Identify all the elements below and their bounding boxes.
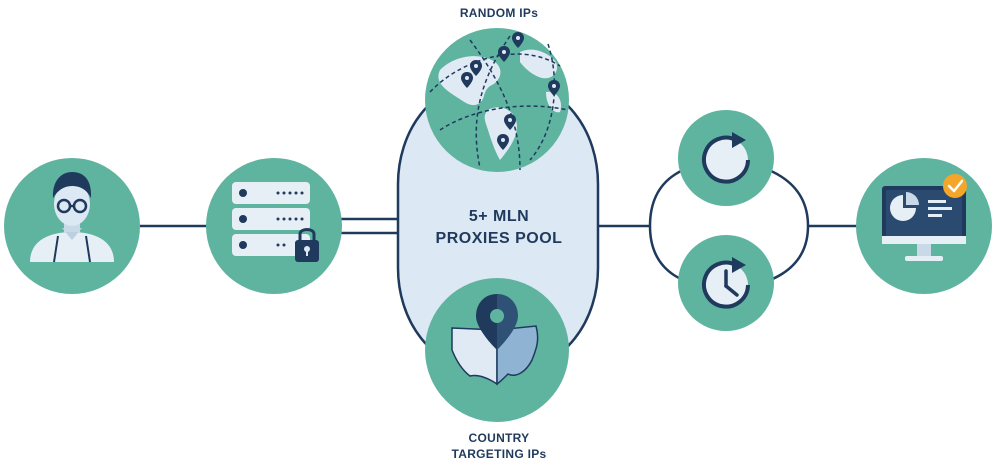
proxies-pool-label-line1: 5+ MLN: [468, 208, 530, 225]
rotation-node: [678, 110, 774, 206]
refresh-icon: [702, 132, 750, 184]
country-targeting-label-line1: COUNTRY: [468, 431, 530, 445]
clock-icon: [702, 257, 750, 309]
timed-rotation-node: [678, 235, 774, 331]
server-node: [206, 158, 342, 294]
country-targeting-label-line2: TARGETING IPs: [451, 447, 547, 461]
map-pin-country-icon: [451, 294, 539, 386]
monitor-chart-icon: [882, 186, 966, 261]
country-targeting-node: [425, 278, 569, 422]
country-targeting-label: COUNTRY TARGETING IPs: [399, 430, 599, 462]
proxies-pool-label-line2: PROXIES POOL: [435, 230, 563, 247]
check-badge-icon: [943, 174, 967, 198]
user-node: [4, 158, 140, 294]
server-lock-icon: [232, 182, 319, 262]
random-ips-label: RANDOM IPs: [459, 6, 539, 20]
globe-pins-icon: [429, 32, 569, 171]
user-avatar-icon: [30, 172, 114, 263]
proxies-pool-label: 5+ MLN PROXIES POOL: [399, 206, 599, 250]
analytics-node: [856, 158, 992, 294]
random-ips-node: [425, 28, 569, 172]
